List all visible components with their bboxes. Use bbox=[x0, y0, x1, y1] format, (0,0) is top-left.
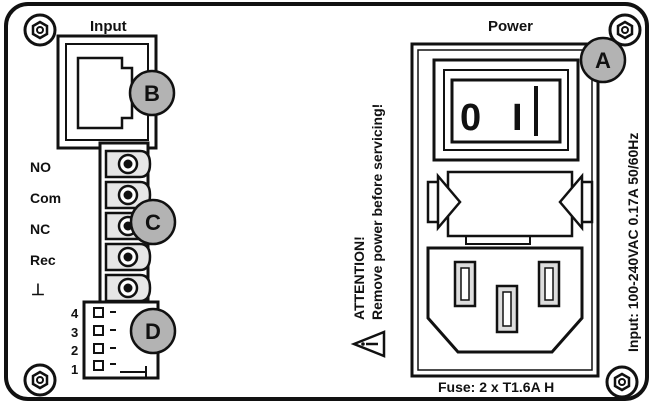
screw-icon bbox=[608, 13, 642, 47]
warning-triangle-icon bbox=[350, 330, 386, 358]
callout-a: A bbox=[579, 36, 627, 84]
callout-d: D bbox=[129, 307, 177, 355]
terminal-screw[interactable] bbox=[104, 242, 152, 272]
dip-number-4: 4 bbox=[71, 306, 79, 321]
svg-text:D: D bbox=[145, 319, 161, 344]
screw-icon bbox=[23, 363, 57, 397]
dip-number-2: 2 bbox=[71, 343, 78, 358]
terminal-screw[interactable] bbox=[104, 149, 152, 179]
terminal-block[interactable] bbox=[98, 141, 152, 305]
iec-power-inlet[interactable] bbox=[426, 246, 584, 354]
rj45-jack[interactable] bbox=[56, 34, 158, 150]
terminal-screw[interactable] bbox=[104, 273, 152, 303]
input-heading: Input bbox=[90, 18, 127, 35]
terminal-label-no: NO bbox=[30, 159, 51, 175]
dip-number-3: 3 bbox=[71, 325, 78, 340]
ground-icon: ⊥ bbox=[31, 282, 45, 299]
fuse-drawer[interactable] bbox=[426, 170, 594, 245]
attention-label: ATTENTION! bbox=[351, 236, 367, 320]
terminal-label-rec: Rec bbox=[30, 252, 56, 268]
svg-text:C: C bbox=[145, 210, 161, 235]
svg-text:A: A bbox=[595, 48, 611, 73]
switch-on-label: I bbox=[512, 97, 523, 139]
input-rating-label: Input: 100-240VAC 0.17A 50/60Hz bbox=[625, 133, 641, 352]
screw-icon bbox=[23, 13, 57, 47]
callout-c: C bbox=[129, 198, 177, 246]
callout-b: B bbox=[128, 69, 176, 117]
fuse-rating-label: Fuse: 2 x T1.6A H bbox=[438, 379, 554, 395]
svg-text:B: B bbox=[144, 81, 160, 106]
remove-power-label: Remove power before servicing! bbox=[369, 104, 385, 320]
screw-icon bbox=[605, 365, 639, 399]
switch-off-label: 0 bbox=[460, 97, 481, 139]
terminal-label-nc: NC bbox=[30, 221, 50, 237]
terminal-screw[interactable] bbox=[104, 180, 152, 210]
terminal-label-com: Com bbox=[30, 190, 61, 206]
dip-number-1: 1 bbox=[71, 362, 78, 377]
power-heading: Power bbox=[488, 18, 533, 35]
power-switch[interactable]: 0 I bbox=[432, 58, 580, 162]
